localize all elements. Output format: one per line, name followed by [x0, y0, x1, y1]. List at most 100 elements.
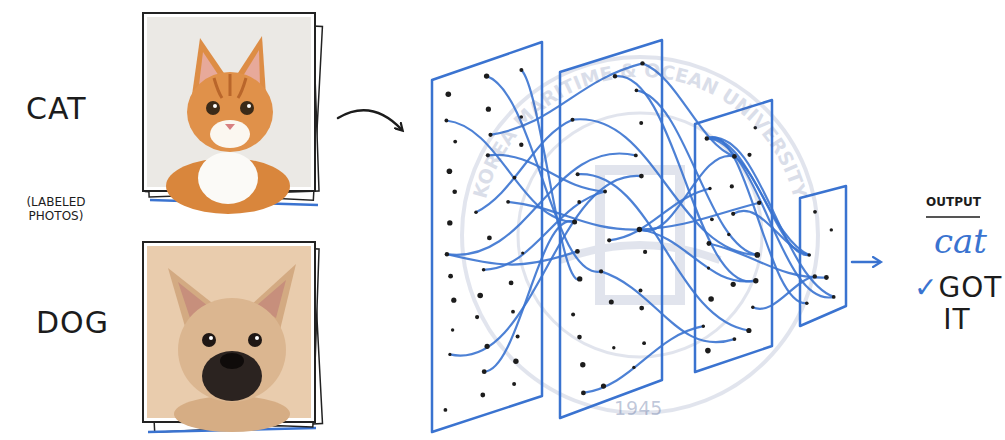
dog-photo-part — [143, 243, 319, 427]
neuron-dot — [755, 252, 761, 258]
cat-photo-part — [240, 101, 254, 115]
neuron-connection — [601, 271, 734, 342]
neuron-connection — [450, 176, 642, 356]
neuron-dot — [519, 68, 523, 72]
neuron-dot — [632, 366, 635, 369]
neuron-dot — [639, 289, 643, 293]
neuron-dot — [513, 359, 518, 364]
neuron-dot — [448, 353, 451, 356]
neuron-dot — [813, 274, 817, 278]
class-label: CAT — [26, 92, 86, 127]
output-underline — [926, 216, 980, 218]
neuron-dot — [577, 200, 581, 204]
neuron-dot — [707, 267, 710, 270]
neuron-dot — [813, 210, 817, 214]
neuron-dot — [732, 154, 737, 159]
output-arrow — [852, 261, 880, 264]
neuron-dot — [751, 306, 754, 309]
neuron-dot — [733, 337, 737, 341]
neuron-dot — [580, 362, 585, 367]
neuron-dot — [572, 220, 577, 225]
neuron-dot — [609, 300, 614, 305]
output-value: cat — [934, 222, 987, 261]
neuron-dot — [599, 269, 603, 273]
watermark-text: KOREA MARITIME & OCEAN UNIVERSITY — [469, 59, 812, 201]
neuron-dot — [731, 282, 736, 287]
dog-photo-part — [143, 242, 315, 422]
neuron-connection — [707, 138, 834, 297]
neuron-dot — [451, 328, 454, 331]
dog-photo-part — [178, 298, 286, 402]
dog-photo-part — [248, 333, 262, 347]
neuron-connection — [639, 230, 755, 282]
neuron-dot — [830, 228, 833, 231]
neuron-dot — [805, 301, 809, 305]
neuron-dot — [642, 341, 646, 345]
neuron-dot — [521, 251, 524, 254]
cat-photo-part — [198, 152, 258, 204]
neuron-dot — [731, 212, 735, 216]
neuron-dot — [601, 384, 606, 389]
watermark-arc: KOREA MARITIME & OCEAN UNIVERSITY — [469, 59, 812, 201]
neuron-dot — [639, 306, 644, 311]
layer-panel — [560, 40, 662, 418]
cat-photo-part — [247, 104, 251, 108]
neuron-dot — [757, 201, 761, 205]
neuron-dot — [516, 335, 520, 339]
neuron-dot — [575, 249, 580, 254]
cat-photo — [143, 13, 322, 214]
neuron-dot — [807, 253, 811, 257]
neuron-dot — [451, 298, 456, 303]
result-note: ✓GOT IT — [914, 272, 1000, 336]
network-layers — [432, 40, 846, 432]
cat-photo-part — [213, 104, 217, 108]
neuron-dot — [484, 73, 489, 78]
dog-photo-part — [255, 336, 259, 340]
cat-photo-part — [210, 120, 250, 148]
neuron-dot — [448, 274, 453, 279]
neuron-dot — [577, 335, 582, 340]
neuron-dot — [509, 281, 514, 286]
neuron-dot — [635, 89, 639, 93]
watermark-seal-part — [518, 113, 762, 357]
neuron-dot — [512, 382, 516, 386]
neuron-dot — [705, 348, 711, 354]
neuron-dot — [612, 346, 615, 349]
dog-photo-part — [220, 353, 244, 369]
neuron-dot — [486, 107, 491, 112]
neuron-dot — [708, 187, 711, 190]
neuron-dot — [452, 189, 457, 194]
neuron-dot — [446, 91, 452, 97]
neuron-dot — [487, 236, 492, 241]
neuron-dot — [747, 153, 751, 157]
neuron-dot — [447, 169, 453, 175]
neuron-dot — [577, 276, 582, 281]
neuron-connection — [583, 326, 703, 393]
neuron-dot — [485, 344, 490, 349]
dog-photo — [143, 242, 323, 432]
input-arrow — [338, 110, 402, 130]
neuron-dot — [710, 217, 714, 221]
neuron-dot — [634, 154, 638, 158]
neuron-dot — [506, 200, 510, 204]
neuron-dot — [445, 252, 449, 256]
neuron-dot — [702, 325, 705, 328]
dog-photo-part — [202, 351, 262, 401]
neuron-dot — [607, 238, 611, 242]
neuron-dot — [832, 295, 836, 299]
layer-panel — [800, 186, 846, 326]
neuron-connection — [573, 119, 758, 255]
network-neurons — [444, 61, 836, 412]
neuron-connection — [707, 139, 834, 298]
neuron-dot — [639, 174, 644, 179]
watermark-seal — [462, 57, 818, 413]
neuron-dot — [639, 121, 643, 125]
neuron-connection — [447, 251, 578, 264]
neuron-dot — [444, 408, 448, 412]
neuron-dot — [746, 328, 751, 333]
cat-photo-part — [214, 74, 246, 98]
watermark-year: 1945 — [614, 398, 662, 420]
cat-photo-part — [187, 72, 273, 152]
neuron-dot — [571, 313, 575, 317]
